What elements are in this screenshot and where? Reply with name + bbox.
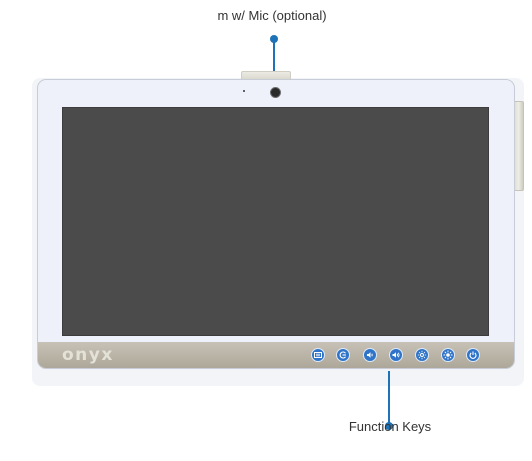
display-screen[interactable] (62, 107, 489, 336)
volume-up-button[interactable] (389, 348, 403, 362)
input-source-button[interactable] (336, 348, 350, 362)
camera-callout-dot (270, 35, 278, 43)
volume-down-button[interactable] (363, 348, 377, 362)
function-keys-callout-dot (385, 422, 393, 430)
function-keys-leader-line (388, 371, 390, 423)
bottom-control-bar: onyx (38, 342, 514, 368)
brightness-down-icon (417, 350, 427, 360)
power-button[interactable] (466, 348, 480, 362)
brightness-up-icon (443, 350, 453, 360)
power-icon (469, 351, 477, 359)
brightness-up-button[interactable] (441, 348, 455, 362)
brand-logo: onyx (62, 345, 114, 365)
menu-icon (314, 352, 322, 358)
volume-up-icon (392, 352, 400, 358)
camera-callout-label: m w/ Mic (optional) (217, 8, 327, 23)
function-keys-callout-label: Function Keys (348, 419, 432, 434)
volume-down-icon (367, 352, 373, 358)
camera-leader-line (273, 39, 275, 88)
panel-pc-device: onyx (37, 79, 515, 369)
brightness-down-button[interactable] (415, 348, 429, 362)
menu-button[interactable] (311, 348, 325, 362)
webcam (270, 87, 281, 98)
mic-hole (243, 90, 245, 92)
input-source-icon (339, 351, 346, 359)
